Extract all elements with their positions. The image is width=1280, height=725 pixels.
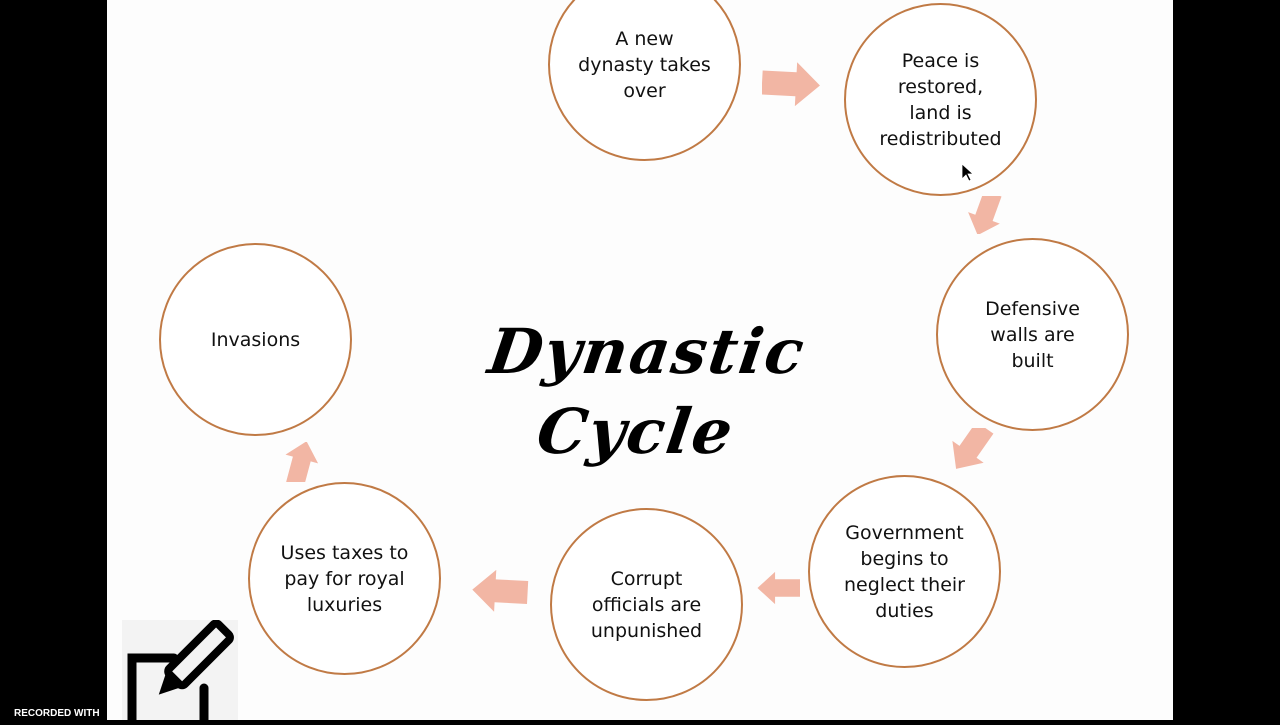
cycle-step-defensive-walls: Defensive walls are built (936, 238, 1129, 431)
cycle-step-text: A new dynasty takes over (578, 27, 711, 102)
cycle-step-royal-luxuries: Uses taxes to pay for royal luxuries (248, 482, 441, 675)
arrow-down-left-icon (944, 428, 996, 470)
cycle-step-corrupt-officials: Corrupt officials are unpunished (550, 508, 743, 701)
cycle-step-government-neglect: Government begins to neglect their dutie… (808, 475, 1001, 668)
cycle-step-new-dynasty: A new dynasty takes over (548, 0, 741, 161)
arrow-right-icon (762, 62, 822, 106)
cycle-step-text: Defensive walls are built (985, 297, 1080, 372)
cycle-step-peace-restored: Peace is restored, land is redistributed (844, 3, 1037, 196)
arrow-up-icon (278, 442, 324, 482)
cycle-step-text: Peace is restored, land is redistributed (879, 49, 1002, 150)
cycle-step-text: Corrupt officials are unpunished (590, 567, 703, 642)
cycle-step-text: Invasions (210, 328, 301, 351)
arrow-left-icon (756, 568, 800, 608)
arrow-left-icon (468, 570, 530, 612)
slide-title: Dynastic Cycle (483, 315, 811, 468)
recorded-with-label: RECORDED WITH (14, 708, 100, 719)
recorder-logo (122, 619, 238, 725)
cycle-step-invasions: Invasions (159, 243, 352, 436)
mouse-cursor-icon (961, 163, 975, 182)
cycle-step-text: Uses taxes to pay for royal luxuries (280, 541, 409, 616)
cycle-step-text: Government begins to neglect their dutie… (844, 521, 965, 622)
arrow-down-icon (962, 196, 1008, 234)
edit-pencil-icon (127, 619, 234, 725)
